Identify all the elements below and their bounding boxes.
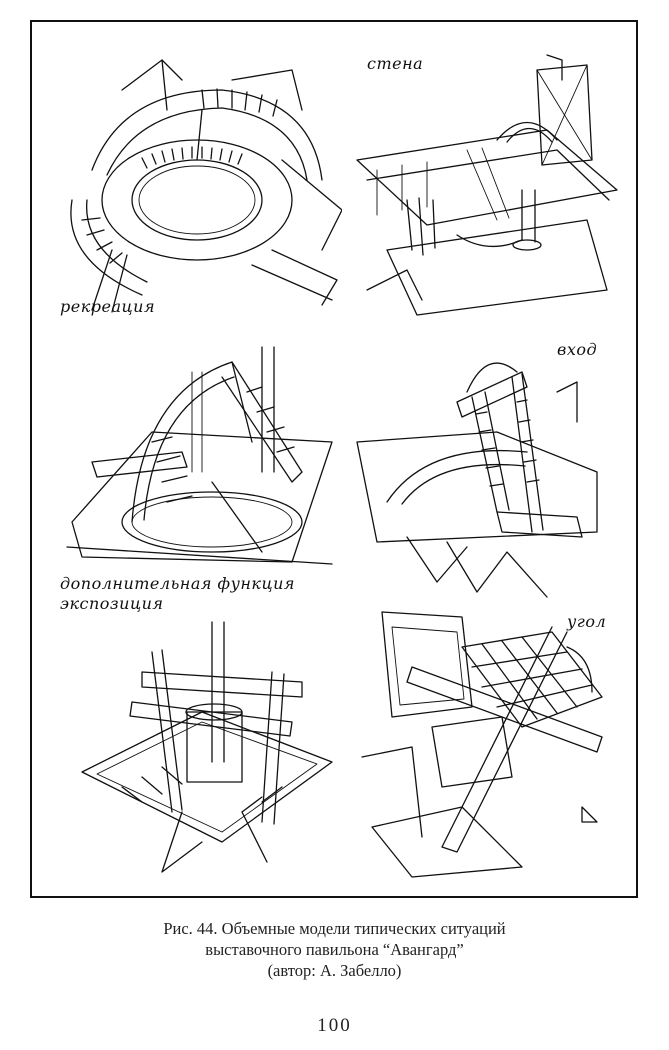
label-recreation: рекреация: [60, 297, 156, 316]
caption-line-3: (автор: А. Забелло): [267, 961, 402, 980]
page-number: 100: [317, 1015, 352, 1036]
caption-line-2: выставочного павильона “Авангард”: [205, 940, 464, 959]
figure-frame: рекреация стена: [30, 20, 638, 898]
caption-line-1: Рис. 44. Объемные модели типических ситу…: [163, 919, 506, 938]
label-wall: стена: [367, 54, 424, 73]
sketch-entrance: [347, 342, 632, 602]
figure-caption: Рис. 44. Объемные модели типических ситу…: [0, 918, 669, 981]
sketch-wall: [347, 50, 632, 320]
label-entrance: вход: [557, 340, 598, 359]
label-corner: угол: [567, 612, 607, 631]
sketch-corner: [352, 607, 632, 882]
sketch-recreation: [52, 50, 342, 320]
label-exposition: экспозиция: [60, 594, 164, 613]
label-additional-function: дополнительная функция: [60, 574, 295, 593]
sketch-additional-function: [62, 332, 337, 572]
sketch-exposition: [62, 612, 342, 882]
